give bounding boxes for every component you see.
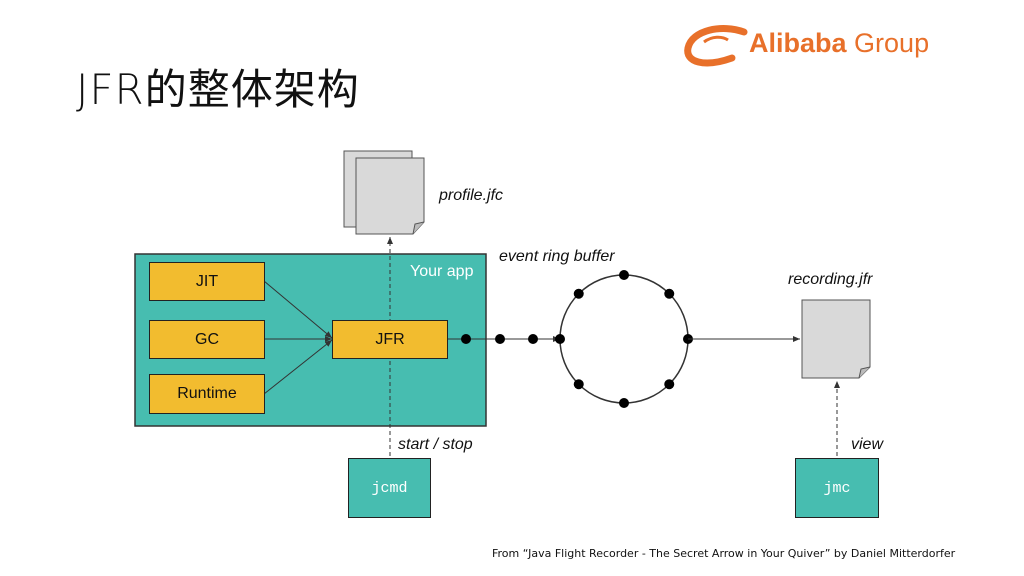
component-runtime: Runtime <box>149 374 265 414</box>
recording-file-label: recording.jfr <box>788 271 873 288</box>
jmc-tool: jmc <box>795 458 879 518</box>
profile-file-label: profile.jfc <box>439 187 504 204</box>
runtime-to-jfr-arrow <box>263 339 333 395</box>
ring-slot <box>619 270 629 280</box>
source-credit: From “Java Flight Recorder - The Secret … <box>492 547 956 560</box>
component-jit: JIT <box>149 262 265 301</box>
logo-brand: Alibaba <box>749 28 847 58</box>
ring-slot <box>573 288 584 299</box>
component-gc: GC <box>149 320 265 359</box>
app-container-label: Your app <box>410 263 474 280</box>
jmc-edge-label: view <box>851 436 884 453</box>
slide-title: JFR的整体架构 <box>76 65 360 114</box>
event-dot <box>528 334 538 344</box>
jit-to-jfr-arrow <box>263 280 333 339</box>
alibaba-group-logo: Alibaba Group <box>682 22 957 72</box>
logo-suffix: Group <box>854 28 930 58</box>
alibaba-swoosh-icon <box>684 25 748 67</box>
ring-slot <box>573 379 584 390</box>
jcmd-tool: jcmd <box>348 458 431 518</box>
ring-buffer-label: event ring buffer <box>499 248 615 265</box>
jfr-core: JFR <box>332 320 448 359</box>
event-dot <box>495 334 505 344</box>
ring-slot <box>664 379 675 390</box>
ring-slot <box>619 398 629 408</box>
profile-file-icon <box>343 150 425 235</box>
ring-slot <box>555 334 565 344</box>
jcmd-edge-label: start / stop <box>398 436 473 453</box>
ring-slot <box>664 288 675 299</box>
recording-file-icon <box>801 299 871 379</box>
event-dot <box>461 334 471 344</box>
